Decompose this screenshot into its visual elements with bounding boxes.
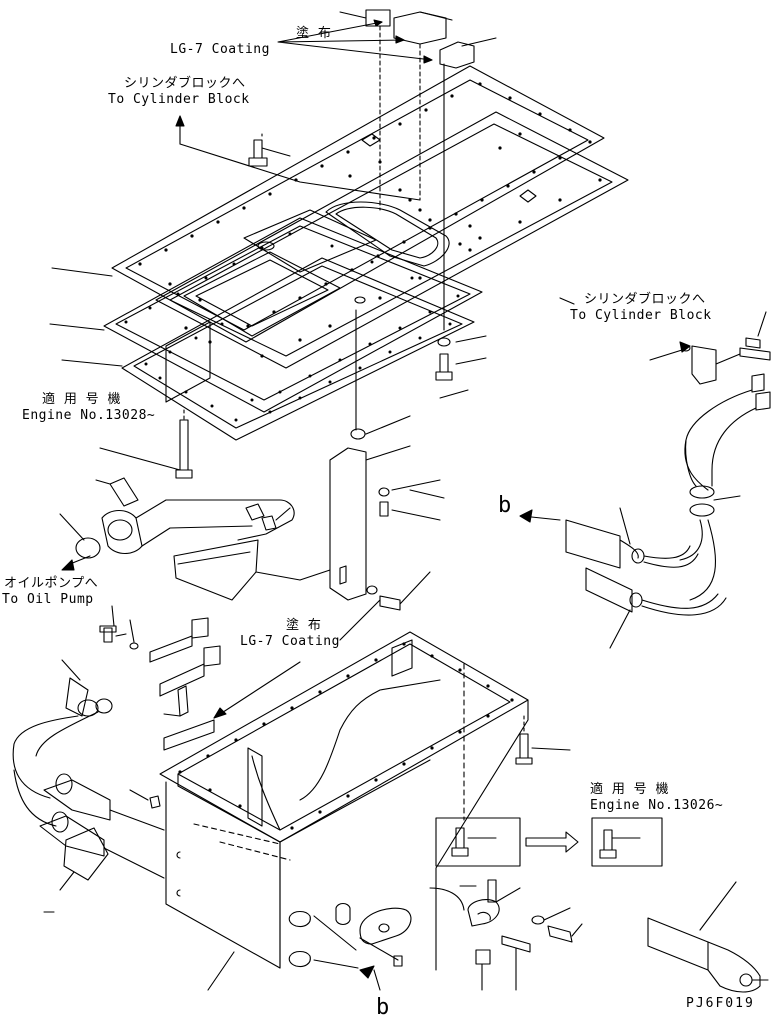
applicable-left-en: Engine No.13028~ <box>22 408 156 423</box>
pan-coating-arrow <box>164 662 300 750</box>
leader-lines-left <box>50 116 420 470</box>
lower-gaskets <box>104 218 482 440</box>
drawing-code: PJ6F019 <box>686 996 755 1011</box>
reference-b-upper: b <box>498 493 512 518</box>
to-oil-pump-jp: オイルポンプへ <box>4 576 99 591</box>
drain-parts <box>336 880 582 990</box>
center-bracket <box>330 310 440 610</box>
applicable-left-jp: 適 用 号 機 <box>42 392 121 407</box>
to-cylinder-block-right-en: To Cylinder Block <box>570 308 712 323</box>
suction-pipe <box>60 478 330 600</box>
pan-right-bolts <box>436 716 662 866</box>
upper-plate <box>112 66 628 368</box>
to-oil-pump-en: To Oil Pump <box>2 592 94 607</box>
oil-pan <box>160 632 528 990</box>
to-cylinder-block-left-jp: シリンダブロックへ <box>124 76 246 91</box>
misc-leaders <box>340 298 574 640</box>
coating-blocks <box>278 10 496 330</box>
coating-mid-jp: 塗 布 <box>286 618 322 633</box>
coating-top-en: LG-7 Coating <box>170 42 270 57</box>
coating-mid-en: LG-7 Coating <box>240 634 340 649</box>
applicable-right-en: Engine No.13026~ <box>590 798 724 813</box>
plate-bolts <box>176 134 486 478</box>
left-sensor-harness <box>13 606 220 912</box>
reference-b-lower: b <box>376 995 390 1020</box>
applicable-right-jp: 適 用 号 機 <box>590 782 669 797</box>
to-cylinder-block-right-jp: シリンダブロックへ <box>584 292 706 307</box>
dipstick-tool <box>648 882 768 992</box>
coating-top-jp: 塗 布 <box>296 26 332 41</box>
right-sensor-harness <box>520 312 770 648</box>
to-cylinder-block-left-en: To Cylinder Block <box>108 92 250 107</box>
